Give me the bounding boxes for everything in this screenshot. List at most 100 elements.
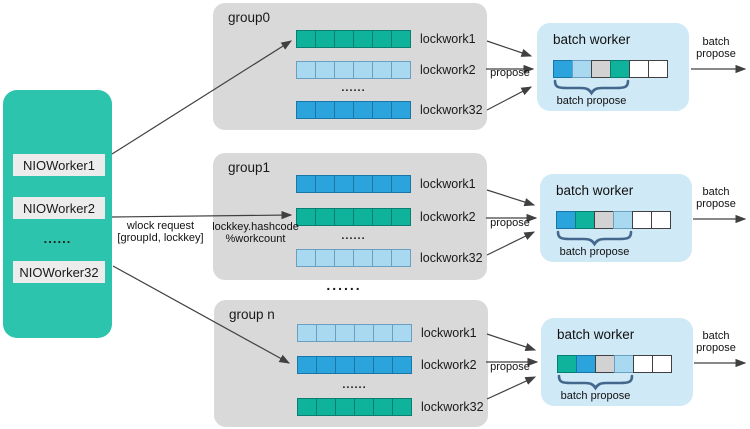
queue-cell-lightblue: [372, 61, 392, 79]
lockwork-ellipsis: ......: [341, 82, 366, 94]
queue-cell-blue: [353, 175, 373, 193]
queue-cell-blue: [391, 175, 411, 193]
batch-propose-out-label: batch propose: [696, 186, 736, 210]
queue-cell-lightblue: [373, 324, 393, 342]
arrow-gn-lockwork1-propose: [486, 333, 537, 351]
nioworker-chip: NIOWorker2: [13, 197, 105, 219]
queue-cell-teal: [297, 398, 317, 416]
queue-cell-lightblue: [334, 249, 354, 267]
queue-cell-blue: [372, 175, 392, 193]
queue-cell-lightblue: [296, 249, 316, 267]
queue-cell-blue: [553, 60, 573, 78]
groups-ellipsis: ......: [326, 277, 362, 293]
queue-cell-blue: [373, 356, 393, 374]
lockwork-label: lockwork2: [420, 210, 476, 224]
lockwork-queue: [296, 208, 411, 226]
batch-queue: [557, 355, 672, 373]
group-title: group n: [229, 307, 275, 322]
queue-cell-lightblue: [296, 61, 316, 79]
queue-cell-lightblue: [297, 324, 317, 342]
nioworker-label: NIOWorker2: [23, 200, 95, 216]
lockwork-queue: [297, 324, 412, 342]
propose-label: propose: [490, 361, 530, 373]
batch-propose-label: batch propose: [560, 390, 631, 402]
nioworker-label: NIOWorker32: [19, 264, 99, 280]
lockwork-label: lockwork1: [420, 32, 476, 46]
arrow-g1-lockwork1-propose: [486, 189, 536, 207]
queue-cell-lightblue: [354, 324, 374, 342]
wlock-request-label: wlock request [groupId, lockkey]: [117, 220, 204, 244]
nioworker-panel: NIOWorker1 NIOWorker2 ...... NIOWorker32: [3, 90, 112, 338]
arrow-g0-lockwork1-propose: [486, 40, 533, 57]
queue-cell-lightblue: [572, 60, 592, 78]
batch-queue: [553, 60, 668, 78]
queue-cell-blue: [334, 175, 354, 193]
queue-cell-teal: [354, 398, 374, 416]
batch-propose-label: batch propose: [559, 246, 630, 258]
lockwork-label: lockwork1: [420, 177, 476, 191]
batch-worker-box: batch worker batch propose: [540, 174, 692, 262]
batch-propose-label: batch propose: [556, 95, 627, 107]
brace-icon: [553, 79, 630, 96]
queue-cell-white: [629, 60, 649, 78]
queue-cell-blue: [392, 356, 412, 374]
batch-worker-title: batch worker: [557, 327, 635, 342]
queue-cell-teal: [372, 208, 392, 226]
lockwork-queue: [297, 398, 412, 416]
queue-cell-teal: [373, 398, 393, 416]
nioworker-chip: NIOWorker1: [13, 154, 105, 176]
queue-cell-gray: [594, 211, 614, 229]
queue-cell-blue: [296, 101, 316, 119]
queue-cell-teal: [372, 30, 392, 48]
queue-cell-blue: [556, 211, 576, 229]
queue-cell-blue: [353, 101, 373, 119]
queue-cell-blue: [316, 356, 336, 374]
lockwork-label: lockwork2: [421, 358, 477, 372]
lockwork-queue: [296, 101, 411, 119]
brace-icon: [556, 230, 633, 247]
queue-cell-teal: [334, 208, 354, 226]
queue-cell-teal: [353, 208, 373, 226]
lockwork-row: lockwork32: [297, 398, 484, 416]
queue-cell-blue: [296, 175, 316, 193]
queue-cell-white: [652, 355, 672, 373]
queue-cell-white: [632, 211, 652, 229]
queue-cell-blue: [335, 356, 355, 374]
lockwork-row: lockwork1: [297, 324, 477, 342]
queue-cell-lightblue: [353, 249, 373, 267]
batch-propose-out-label: batch propose: [696, 36, 736, 60]
group-title: group0: [228, 10, 271, 25]
batch-worker-title: batch worker: [556, 183, 634, 198]
group0-box: group0 lockwork1 lockwork2 ...... lockwo…: [213, 3, 487, 130]
queue-cell-blue: [391, 101, 411, 119]
nioworker-ellipsis: ......: [43, 231, 72, 246]
queue-cell-lightblue: [391, 61, 411, 79]
queue-cell-white: [633, 355, 653, 373]
queue-cell-blue: [315, 101, 335, 119]
lockwork-queue: [296, 30, 411, 48]
queue-cell-blue: [334, 101, 354, 119]
lockwork-row: lockwork32: [296, 249, 483, 267]
lockwork-queue: [296, 249, 411, 267]
lockwork-label: lockwork32: [421, 400, 484, 414]
lockwork-ellipsis: ......: [342, 379, 367, 391]
queue-cell-lightblue: [334, 61, 354, 79]
queue-cell-teal: [315, 208, 335, 226]
lockwork-label: lockwork2: [420, 63, 476, 77]
lockwork-queue: [296, 175, 411, 193]
queue-cell-blue: [576, 355, 596, 373]
queue-cell-lightblue: [392, 324, 412, 342]
batch-queue: [556, 211, 671, 229]
nioworker-chip: NIOWorker32: [13, 261, 105, 283]
queue-cell-lightblue: [613, 211, 633, 229]
queue-cell-white: [651, 211, 671, 229]
propose-label: propose: [490, 67, 530, 79]
batch-worker-title: batch worker: [553, 32, 631, 47]
group1-box: group1 lockwork1 lockwork2 ...... lockwo…: [213, 153, 487, 280]
queue-cell-blue: [354, 356, 374, 374]
lockwork-row: lockwork32: [296, 101, 483, 119]
queue-cell-blue: [297, 356, 317, 374]
lockwork-row: lockwork2: [296, 208, 476, 226]
groupn-box: group n lockwork1 lockwork2 ...... lockw…: [214, 300, 488, 427]
batch-worker-box: batch worker batch propose: [541, 318, 693, 406]
